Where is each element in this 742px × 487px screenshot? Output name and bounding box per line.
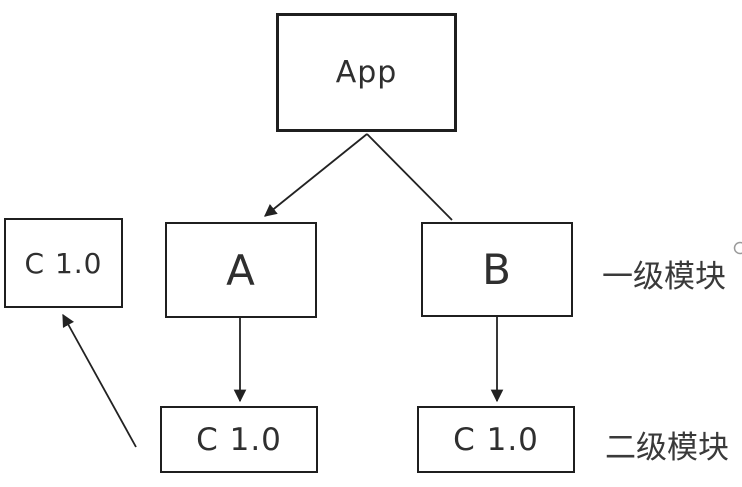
- node-c-under-b: C 1.0: [417, 406, 575, 473]
- edge-c-under-a-to-c-top: [62, 313, 137, 448]
- level1-annotation: 一级模块: [602, 259, 726, 295]
- node-c-under-a: C 1.0: [160, 406, 318, 473]
- level2-annotation: 二级模块: [605, 430, 729, 466]
- node-c-top-label: C 1.0: [24, 246, 103, 280]
- node-a-label: A: [226, 245, 256, 295]
- node-app-label: App: [335, 55, 398, 90]
- node-c-under-b-label: C 1.0: [453, 421, 539, 458]
- node-c-under-a-label: C 1.0: [196, 421, 282, 458]
- decorative-circle: [733, 241, 742, 255]
- edge-app-to-b: [366, 133, 453, 221]
- node-c-top-level: C 1.0: [4, 218, 123, 308]
- node-b-label: B: [482, 245, 512, 294]
- node-a: A: [165, 222, 317, 318]
- edge-app-to-a: [264, 133, 368, 217]
- node-app: App: [276, 13, 457, 132]
- node-b: B: [421, 222, 573, 317]
